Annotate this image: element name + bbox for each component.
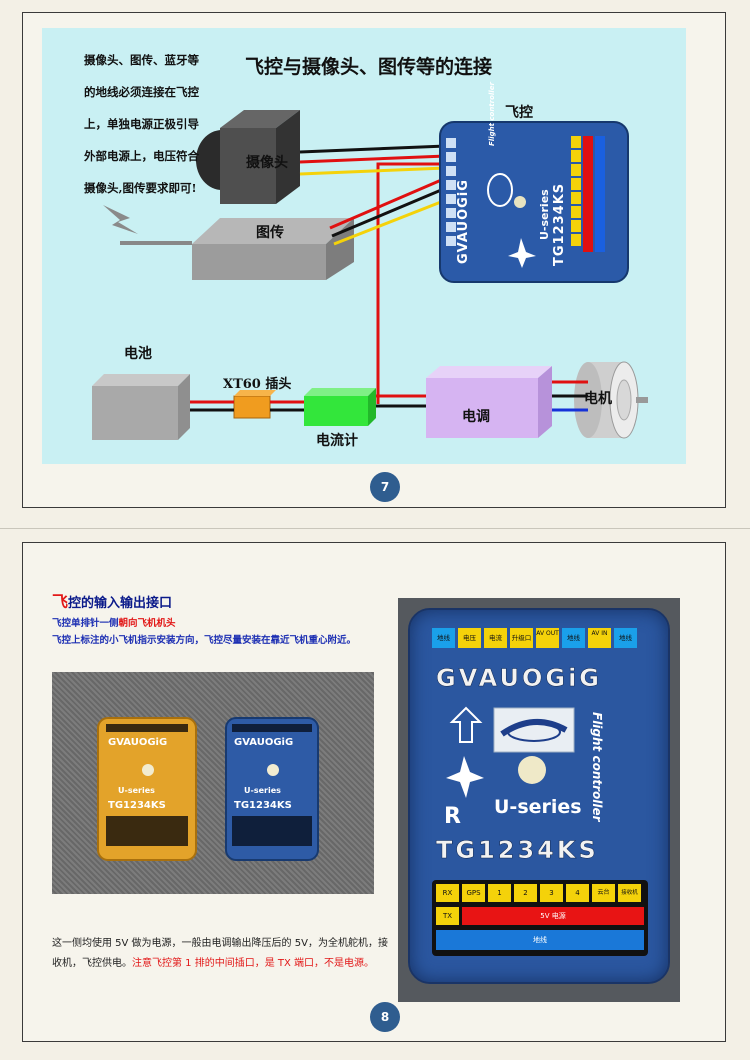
large-board-header-text: Flight controller <box>590 712 604 822</box>
small-board-2-bottom: TG1234KS <box>234 800 292 811</box>
ground-bar: 地线 <box>436 930 644 950</box>
instruction-1a: 飞控单排针一侧 <box>52 618 119 629</box>
small-board-1-top: GVAUOGiG <box>108 737 168 748</box>
pin-label: 电流 <box>484 628 507 648</box>
large-board-series: U-series <box>494 796 582 818</box>
small-board-2-top: GVAUOGiG <box>234 737 294 748</box>
label-flight-controller: 飞控 <box>505 105 533 121</box>
vtx-illustration <box>103 205 354 280</box>
pin-label: RX <box>436 884 459 902</box>
power-note: 这一侧均使用 5V 做为电源，一般由电调输出降压后的 5V，为全机舵机，接收机，… <box>52 934 392 974</box>
pin-label: 云台 <box>592 884 615 902</box>
bottom-pin-row: RX GPS 1 2 3 4 云台 接收机 <box>436 884 641 902</box>
battery-illustration <box>92 374 190 440</box>
heading-first-char: 飞 <box>52 592 69 611</box>
heading-rest: 控的输入输出接口 <box>68 596 173 611</box>
note-line: 摄像头,图传要求即可! <box>84 181 197 195</box>
pin-label: 地线 <box>562 628 585 648</box>
note-line: 的地线必须连接在飞控 <box>84 85 199 99</box>
tx-pin: TX <box>436 907 459 925</box>
label-vtx: 图传 <box>256 225 284 241</box>
label-xt60: XT60 插头 <box>223 377 292 392</box>
large-board-top-letters: GVAUOGiG <box>436 664 602 693</box>
small-board-1-bottom: TG1234KS <box>108 800 166 811</box>
pin-label: 4 <box>566 884 589 902</box>
xt60-illustration <box>233 390 276 419</box>
instruction-1b: 朝向飞机机头 <box>118 618 176 629</box>
note-line: 上，单独电源正极引导 <box>84 117 199 131</box>
large-board-side-letter: R <box>444 804 461 829</box>
power-note-b: 注意飞控第 1 排的中间插口，是 TX 端口，不是电源。 <box>132 958 375 969</box>
pin-label: 1 <box>488 884 511 902</box>
note-line: 外部电源上，电压符合 <box>84 149 199 163</box>
section-heading: 飞控的输入输出接口 <box>52 588 172 612</box>
small-board-2-series: U-series <box>244 786 281 795</box>
fc-board-illustration <box>439 121 629 283</box>
top-pin-row: 地线 电压 电流 升级口 AV OUT 地线 AV IN 地线 <box>432 628 637 648</box>
pin-label: AV OUT <box>536 628 559 648</box>
current-meter-illustration <box>304 388 376 426</box>
pin-label: AV IN <box>588 628 611 648</box>
instruction-2: 飞控上标注的小飞机指示安装方向，飞控尽量安装在靠近飞机重心附近。 <box>52 635 357 646</box>
label-camera: 摄像头 <box>246 155 288 171</box>
note-line: 摄像头、图传、蓝牙等 <box>84 53 199 67</box>
small-board-1-series: U-series <box>118 786 155 795</box>
esc-illustration <box>426 366 552 438</box>
page-number: 8 <box>370 1002 400 1032</box>
pin-label: 电压 <box>458 628 481 648</box>
page-title: 飞控与摄像头、图传等的连接 <box>245 56 493 78</box>
pin-label: GPS <box>462 884 485 902</box>
pin-label: 升级口 <box>510 628 533 648</box>
pin-label: 3 <box>540 884 563 902</box>
label-esc: 电调 <box>462 409 490 425</box>
motor-illustration <box>574 361 648 439</box>
instruction-1: 飞控单排针一侧朝向飞机机头 <box>52 615 176 629</box>
power-5v-bar: 5V 电源 <box>462 907 644 925</box>
pin-label: 地线 <box>432 628 455 648</box>
pin-label: 地线 <box>614 628 637 648</box>
pin-label: 2 <box>514 884 537 902</box>
label-motor: 电机 <box>584 391 612 407</box>
page-number: 7 <box>370 472 400 502</box>
wiring-diagram-graphics <box>92 110 648 440</box>
label-battery: 电池 <box>124 346 152 362</box>
camera-illustration <box>196 110 300 204</box>
label-current-meter: 电流计 <box>316 433 358 449</box>
large-board-bottom-letters: TG1234KS <box>436 836 599 865</box>
pin-label: 接收机 <box>618 884 641 902</box>
page-separator <box>0 528 750 529</box>
power-note-a: 这一侧均使用 5V 做为电源，一般由电调输出降压后的 5V，为全机舵机，接收机，… <box>52 938 388 969</box>
